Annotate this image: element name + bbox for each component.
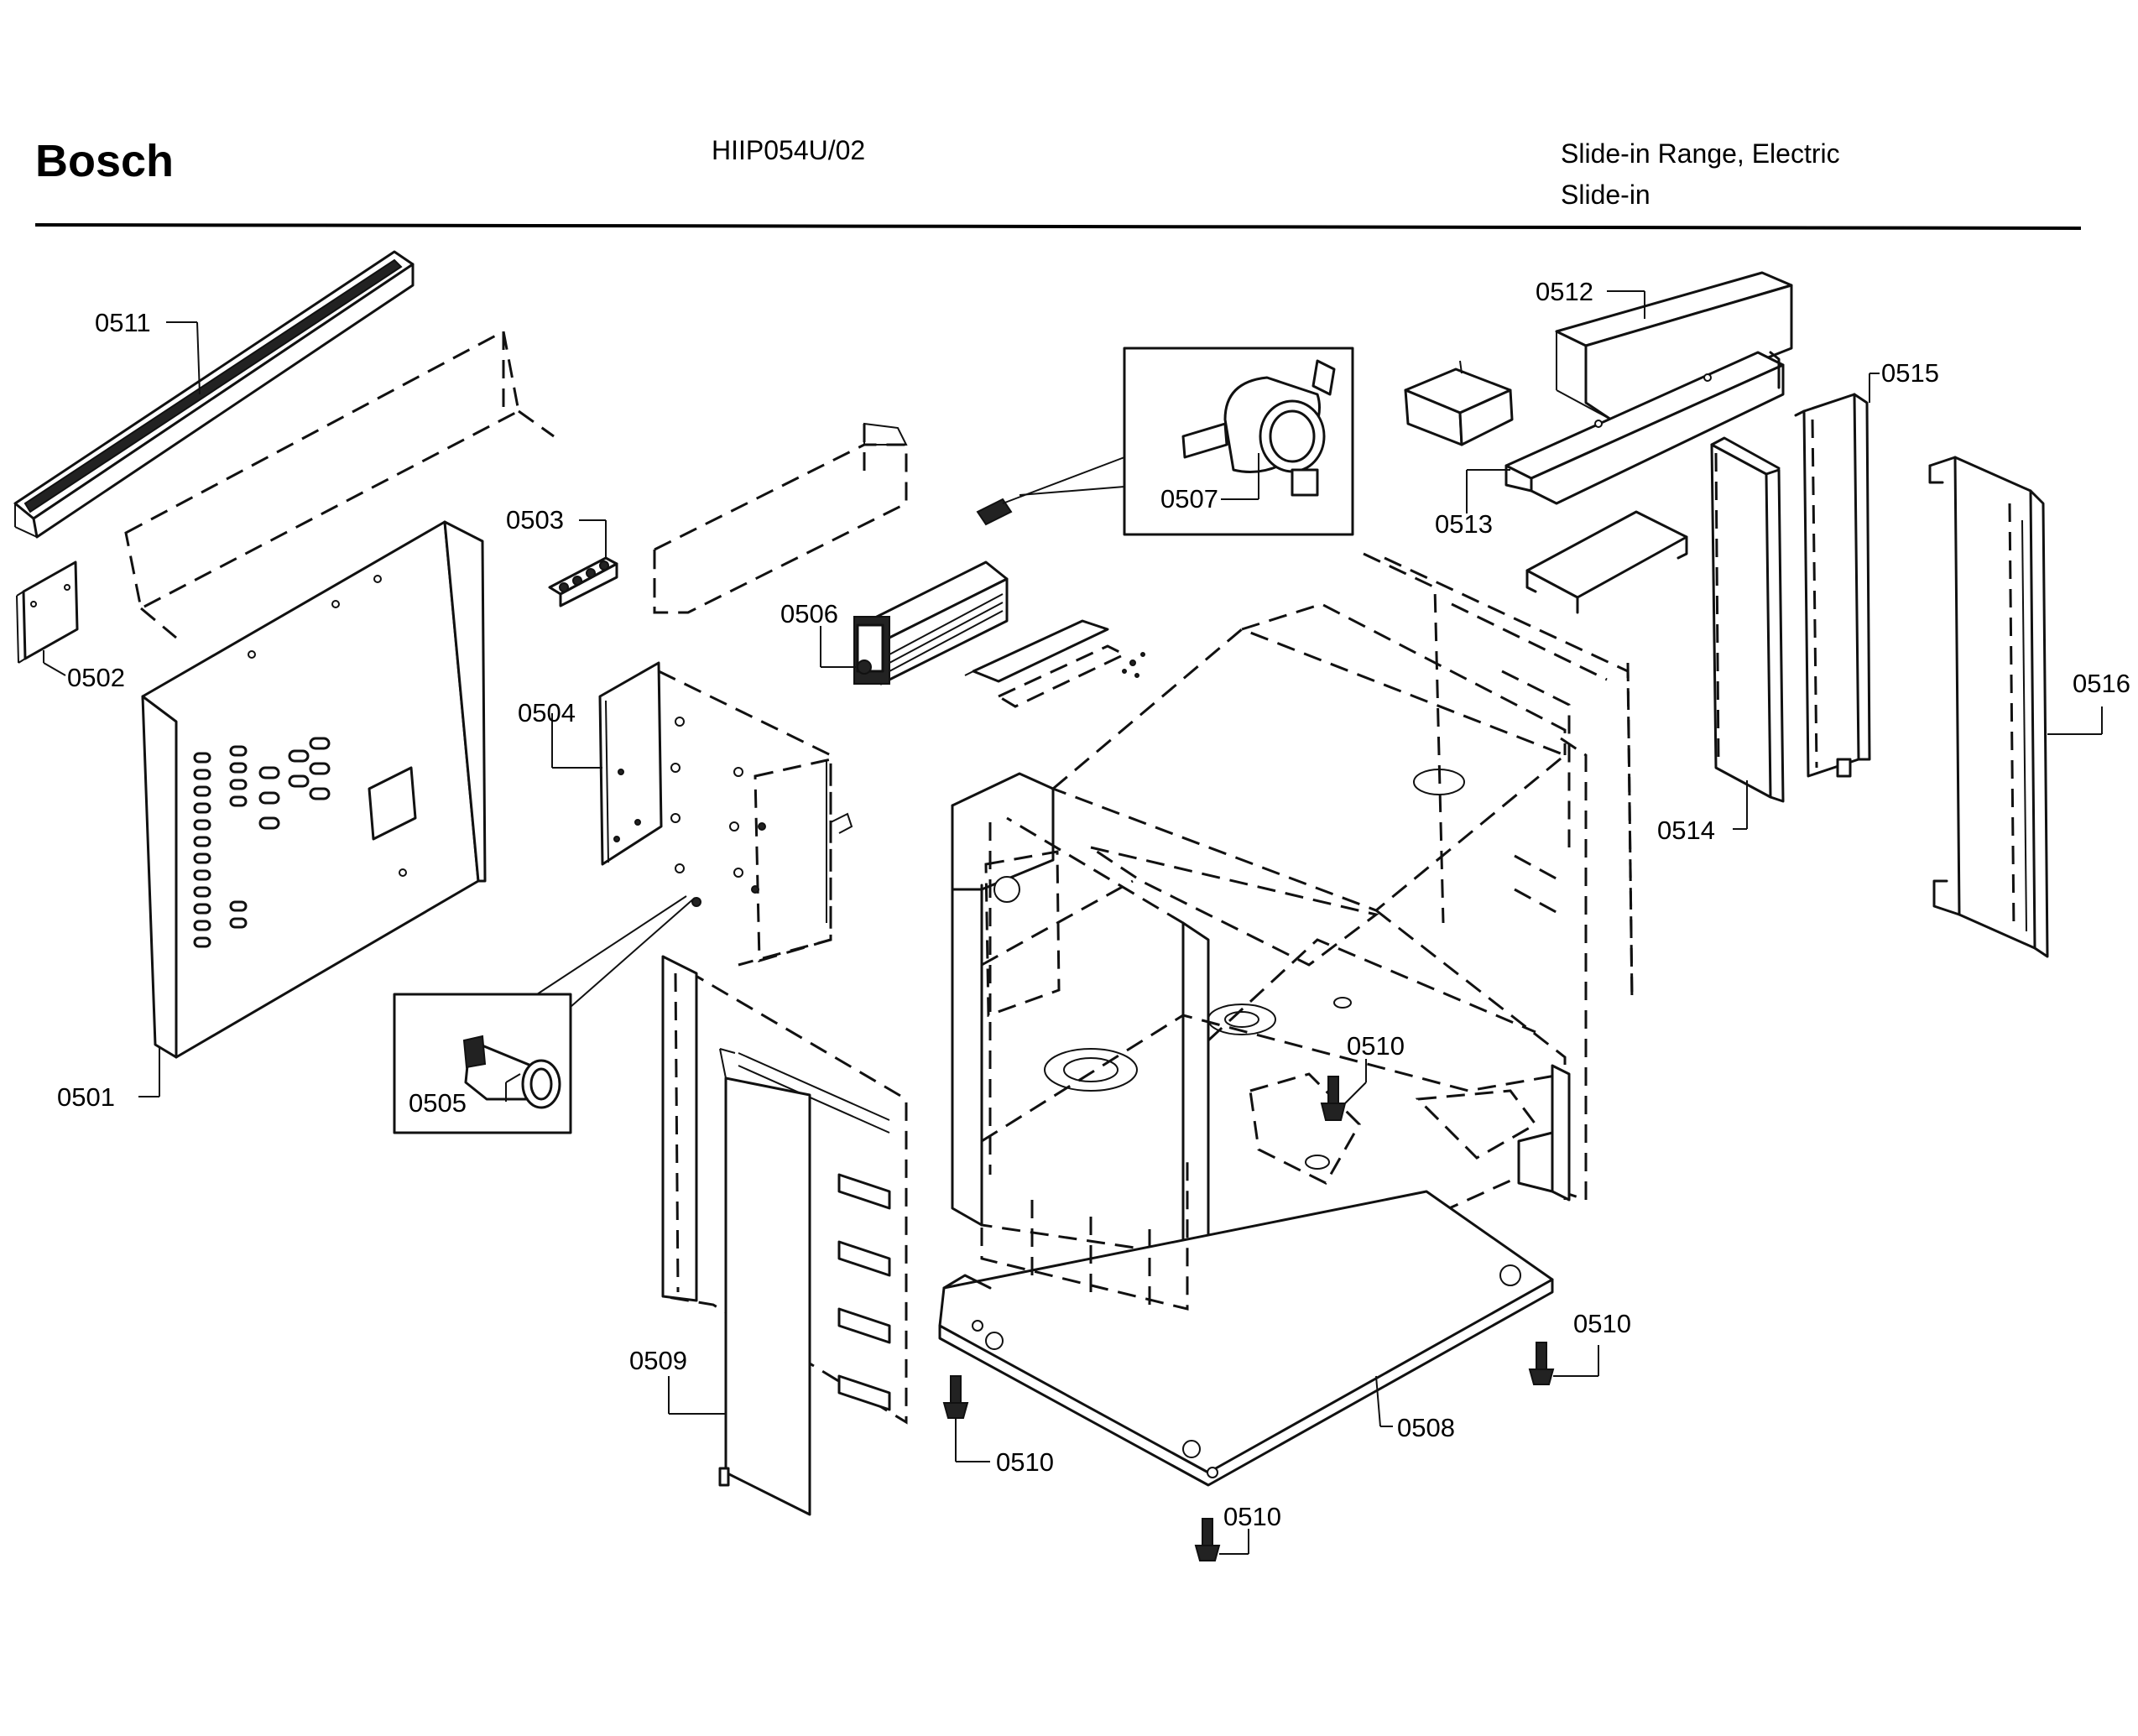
callout-0501: 0501 [57,1082,115,1112]
oven-cavity-frame [951,552,1634,1411]
part-0502-bracket[interactable] [16,560,79,664]
part-0510-screw-b[interactable] [1528,1342,1599,1385]
small-shield-bracket [1404,360,1514,446]
brand-name: Bosch [35,136,174,186]
part-0507-thermostat[interactable] [976,347,1354,536]
callout-0515: 0515 [1881,358,1939,388]
callout-0516: 0516 [2073,669,2130,698]
model-number: HIIP054U/02 [712,135,865,165]
header-rule [34,223,2082,230]
rail-slots [738,1052,891,1411]
part-0510-screw-d[interactable] [1194,1518,1249,1561]
callout-0510-a: 0510 [1347,1031,1405,1061]
product-subtype: Slide-in [1561,180,1650,210]
part-0506-fan-motor[interactable] [853,560,1009,686]
heater-brace [964,619,1145,708]
callout-0508: 0508 [1397,1413,1455,1442]
callout-labels: 0511 0502 0501 0503 0504 0505 0506 0507 … [57,277,2130,1531]
header: Bosch HIIP054U/02 Slide-in Range, Electr… [34,135,2082,230]
part-0515-rear-panel[interactable] [1794,393,1871,778]
part-0509-side-panel[interactable] [661,954,908,1516]
rear-bracket-dashed [653,422,908,614]
callout-0503: 0503 [506,505,564,534]
callout-0502: 0502 [67,663,125,692]
part-0513-channel-bracket[interactable] [1504,351,1785,505]
fan-rotor [889,593,1004,672]
part-0501-left-side-panel[interactable] [141,520,487,1059]
callout-0510-c: 0510 [996,1447,1054,1477]
callout-0513: 0513 [1435,509,1493,539]
callout-0505: 0505 [409,1088,467,1118]
rear-top-panel-dashed [124,329,555,639]
callout-0512: 0512 [1536,277,1593,306]
callout-0506: 0506 [780,599,838,628]
product-type: Slide-in Range, Electric [1561,138,1840,169]
control-mount-dashed [658,670,853,967]
part-0511-vent-trim[interactable] [13,250,415,539]
callout-0507: 0507 [1160,484,1218,514]
top-shield-plate [1525,510,1688,614]
callout-0504: 0504 [518,698,576,727]
callout-0510-d: 0510 [1223,1502,1281,1531]
part-0512-top-duct[interactable] [1555,271,1793,421]
callout-0514: 0514 [1657,816,1715,845]
leader-lines [43,290,2103,1427]
part-0510-screw-a[interactable] [1320,1059,1367,1121]
vent-slots [193,737,331,948]
part-0514-rear-panel[interactable] [1710,436,1785,803]
part-0508-base-plate[interactable] [938,1158,1554,1487]
callout-0509: 0509 [629,1346,687,1375]
part-0503-terminal-block[interactable] [548,556,618,607]
part-0516-side-panel[interactable] [1928,456,2049,958]
part-0504-board-panel[interactable] [598,661,663,866]
callout-0511: 0511 [95,308,151,337]
callout-0510-b: 0510 [1573,1309,1631,1338]
part-0510-screw-c[interactable] [942,1375,990,1462]
part-0505-capacitor[interactable] [393,895,696,1134]
